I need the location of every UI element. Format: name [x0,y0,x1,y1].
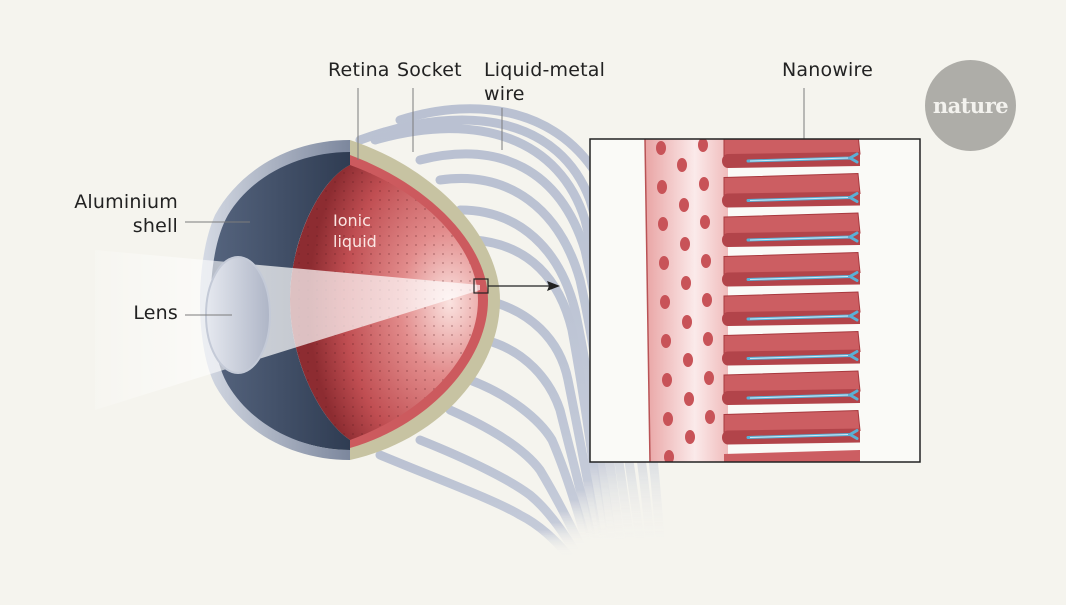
label-lens: Lens [133,302,178,324]
label-socket: Socket [397,59,462,81]
nanowire-inset [589,138,921,463]
label-liquid-metal-wire-1: Liquid-metal [484,59,606,81]
label-ionic-liquid-2: liquid [333,232,377,251]
nanowire-rows [722,139,861,462]
pores [656,139,715,462]
nature-logo: nature [925,60,1016,151]
light-beam [95,250,480,410]
label-ionic-liquid-1: Ionic [333,211,371,230]
label-aluminium-shell-1: Aluminium [74,191,178,213]
label-nanowire: Nanowire [782,59,874,81]
label-liquid-metal-wire-2: wire [484,83,525,105]
arrow-icon [547,281,560,291]
nature-logo-text: nature [932,93,1009,118]
label-retina: Retina [328,59,390,81]
label-aluminium-shell-2: shell [132,215,178,237]
